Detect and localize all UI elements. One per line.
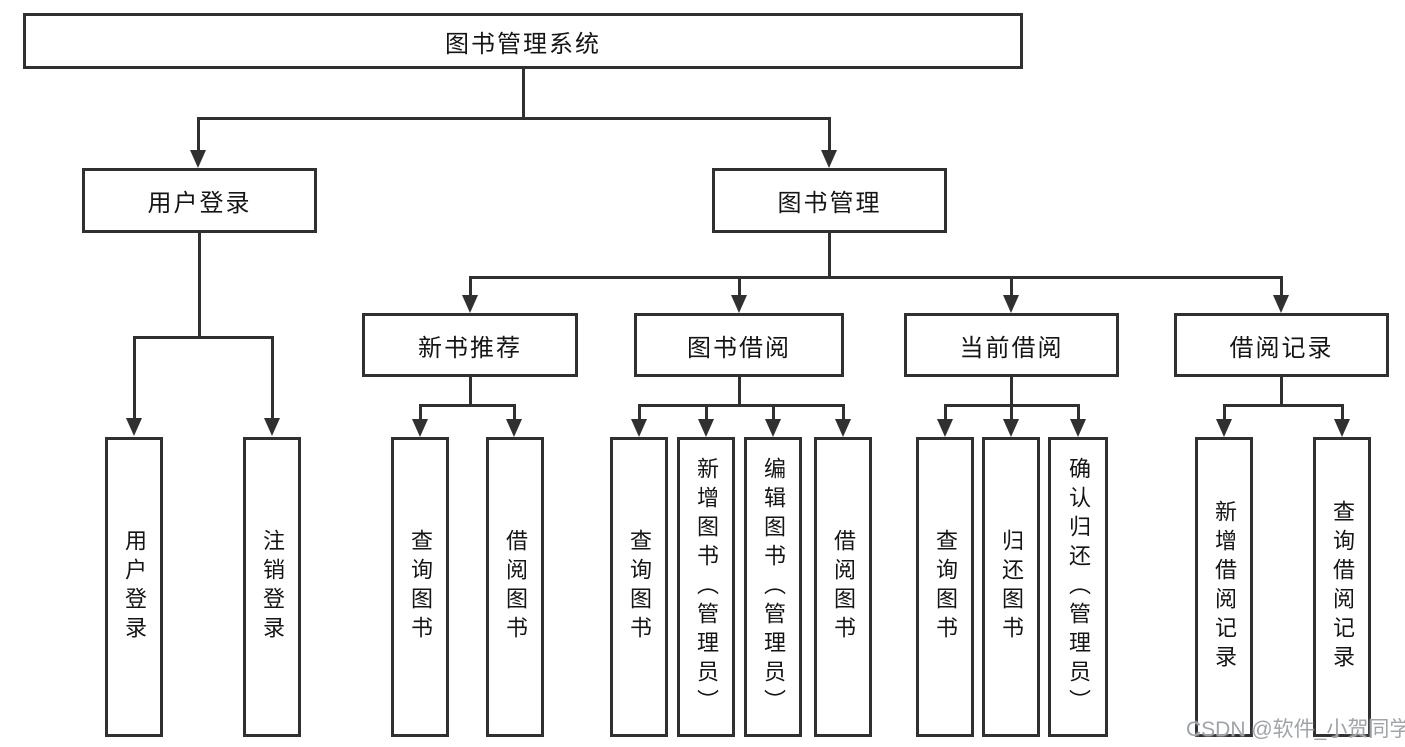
arrowhead-down-icon [698,419,714,437]
arrowhead-down-icon [937,419,953,437]
connector-newbook-stub-1 [418,404,422,421]
arrowhead-down-icon [412,419,428,437]
connector-userlogin-hline [132,336,274,339]
leaf-borrow-books: 借阅图书 [814,437,872,737]
leaf-newbook-query-books-label: 查询图书 [408,529,433,645]
node-current-borrow-label: 当前借阅 [959,334,1064,362]
leaf-add-borrow-record-label: 新增借阅记录 [1212,500,1237,674]
arrowhead-down-icon [126,418,142,436]
connector-records-hline [1222,404,1344,407]
node-user-login-group: 用户登录 [82,168,317,233]
arrowhead-down-icon [506,419,522,437]
leaf-borrow-query-books-label: 查询图书 [627,529,652,645]
connector-root-vline [521,69,525,117]
connector-current-stub-1 [943,404,947,421]
leaf-edit-book-admin-label: 编辑图书（管理员） [761,456,786,718]
connector-bookmgmt-stub-1 [468,276,472,297]
connector-records-stub-1 [1222,404,1226,421]
connector-bookmgmt-hline [468,276,1283,279]
leaf-current-query-books: 查询图书 [916,437,974,737]
connector-records-stub-2 [1340,404,1344,421]
arrowhead-down-icon [462,295,478,313]
arrowhead-down-icon [1003,419,1019,437]
node-borrow-records: 借阅记录 [1174,313,1389,377]
connector-bookmgmt-stub-4 [1279,276,1283,297]
leaf-newbook-borrow-books: 借阅图书 [486,437,544,737]
connector-root-hline [196,117,831,120]
node-library-system: 图书管理系统 [23,13,1023,69]
leaf-newbook-query-books: 查询图书 [391,437,449,737]
connector-current-stub-3 [1076,404,1080,421]
node-user-login-group-label: 用户登录 [147,190,252,217]
connector-newbook-vline [468,377,472,404]
connector-bookmgmt-vline [828,233,831,276]
connector-newbook-hline [418,404,516,407]
leaf-add-book-admin: 新增图书（管理员） [677,437,735,737]
connector-bookmgmt-stub-2 [737,276,741,297]
arrowhead-down-icon [1334,419,1350,437]
connector-borrow-stub-4 [841,404,845,421]
connector-bookmgmt-stub-3 [1009,276,1013,297]
csdn-watermark: CSDN @软件_小贺同学 [1186,718,1405,741]
connector-root-stub-left [196,117,200,152]
connector-borrow-stub-1 [637,404,641,421]
arrowhead-down-icon [1003,295,1019,313]
arrowhead-down-icon [1070,419,1086,437]
node-new-book-recommend-label: 新书推荐 [418,334,522,362]
node-book-borrow-label: 图书借阅 [687,334,791,362]
connector-current-vline [1009,377,1013,404]
leaf-logout: 注销登录 [243,437,301,737]
arrowhead-down-icon [1273,295,1289,313]
connector-root-stub-right [827,117,831,152]
leaf-user-login-label: 用户登录 [122,529,147,645]
node-book-management-label: 图书管理 [777,190,882,217]
leaf-return-books-label: 归还图书 [999,529,1024,645]
node-book-management: 图书管理 [712,168,947,233]
node-library-system-label: 图书管理系统 [445,30,601,58]
node-borrow-records-label: 借阅记录 [1229,334,1334,362]
arrowhead-down-icon [835,419,851,437]
leaf-borrow-books-label: 借阅图书 [831,529,856,645]
connector-borrow-vline [737,377,741,404]
node-current-borrow: 当前借阅 [904,313,1119,377]
leaf-borrow-query-books: 查询图书 [610,437,668,737]
connector-records-vline [1279,377,1283,404]
connector-userlogin-vline [198,233,201,336]
arrowhead-down-icon [731,295,747,313]
leaf-edit-book-admin: 编辑图书（管理员） [744,437,802,737]
leaf-current-query-books-label: 查询图书 [933,529,958,645]
leaf-query-borrow-record: 查询借阅记录 [1313,437,1371,737]
arrowhead-down-icon [765,419,781,437]
node-new-book-recommend: 新书推荐 [362,313,578,377]
connector-borrow-stub-2 [704,404,708,421]
leaf-logout-label: 注销登录 [260,529,285,645]
arrowhead-down-icon [631,419,647,437]
node-book-borrow: 图书借阅 [634,313,844,377]
arrowhead-down-icon [264,418,280,436]
arrowhead-down-icon [1216,419,1232,437]
leaf-add-borrow-record: 新增借阅记录 [1195,437,1253,737]
leaf-confirm-return-admin-label: 确认归还（管理员） [1066,456,1091,718]
connector-borrow-hline [637,404,845,407]
leaf-newbook-borrow-books-label: 借阅图书 [503,529,528,645]
arrowhead-down-icon [821,150,837,168]
leaf-return-books: 归还图书 [982,437,1040,737]
connector-current-stub-2 [1009,404,1013,421]
leaf-user-login: 用户登录 [105,437,163,737]
leaf-add-book-admin-label: 新增图书（管理员） [694,456,719,718]
connector-borrow-stub-3 [771,404,775,421]
connector-userlogin-stub-right [270,336,274,420]
arrowhead-down-icon [190,150,206,168]
leaf-query-borrow-record-label: 查询借阅记录 [1330,500,1355,674]
connector-userlogin-stub-left [132,336,136,420]
leaf-confirm-return-admin: 确认归还（管理员） [1048,437,1108,737]
connector-newbook-stub-2 [512,404,516,421]
